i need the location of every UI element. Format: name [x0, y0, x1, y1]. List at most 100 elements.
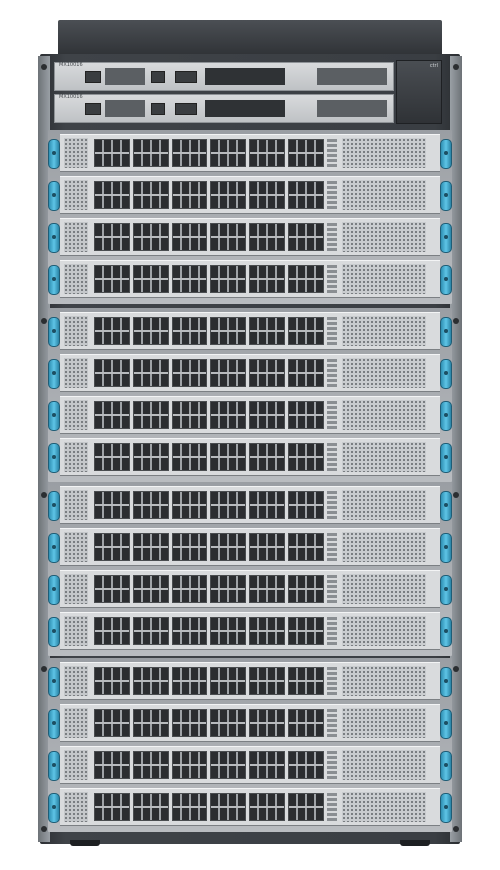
ejector-latch-left[interactable] [48, 575, 60, 605]
qsfp-cage[interactable] [132, 667, 169, 695]
qsfp-cage[interactable] [288, 139, 324, 167]
qsfp-cage[interactable] [171, 401, 208, 429]
qsfp-cage[interactable] [249, 401, 286, 429]
ejector-latch-right[interactable] [440, 317, 452, 347]
line-card[interactable] [48, 528, 452, 566]
ejector-latch-right[interactable] [440, 793, 452, 823]
qsfp-cage[interactable] [210, 139, 247, 167]
qsfp-cage[interactable] [171, 181, 208, 209]
qsfp-cage[interactable] [132, 401, 169, 429]
qsfp-cage[interactable] [132, 139, 169, 167]
ejector-latch-left[interactable] [48, 533, 60, 563]
ejector-latch-left[interactable] [48, 667, 60, 697]
qsfp-cage[interactable] [249, 533, 286, 561]
qsfp-cage[interactable] [171, 793, 208, 821]
qsfp-cage[interactable] [210, 181, 247, 209]
line-card[interactable] [48, 134, 452, 172]
ejector-latch-left[interactable] [48, 139, 60, 169]
qsfp-cage[interactable] [249, 575, 286, 603]
line-card[interactable] [48, 746, 452, 784]
line-card[interactable] [48, 176, 452, 214]
qsfp-cage[interactable] [94, 443, 130, 471]
ejector-latch-right[interactable] [440, 265, 452, 295]
qsfp-cage[interactable] [288, 793, 324, 821]
qsfp-cage[interactable] [210, 667, 247, 695]
qsfp-cage[interactable] [94, 181, 130, 209]
line-card[interactable] [48, 486, 452, 524]
ejector-latch-right[interactable] [440, 223, 452, 253]
qsfp-cage[interactable] [288, 265, 324, 293]
line-card[interactable] [48, 570, 452, 608]
ejector-latch-left[interactable] [48, 709, 60, 739]
qsfp-cage[interactable] [210, 751, 247, 779]
qsfp-cage[interactable] [94, 265, 130, 293]
line-card[interactable] [48, 662, 452, 700]
qsfp-cage[interactable] [132, 617, 169, 645]
qsfp-cage[interactable] [132, 793, 169, 821]
qsfp-cage[interactable] [288, 533, 324, 561]
line-card[interactable] [48, 612, 452, 650]
qsfp-cage[interactable] [249, 265, 286, 293]
qsfp-cage[interactable] [171, 139, 208, 167]
qsfp-cage[interactable] [210, 223, 247, 251]
qsfp-cage[interactable] [210, 401, 247, 429]
line-card[interactable] [48, 218, 452, 256]
usb-port[interactable] [175, 103, 197, 115]
qsfp-cage[interactable] [132, 317, 169, 345]
qsfp-cage[interactable] [132, 575, 169, 603]
qsfp-cage[interactable] [94, 751, 130, 779]
qsfp-cage[interactable] [249, 223, 286, 251]
qsfp-cage[interactable] [94, 533, 130, 561]
qsfp-cage[interactable] [249, 443, 286, 471]
ejector-latch-left[interactable] [48, 359, 60, 389]
qsfp-cage[interactable] [171, 533, 208, 561]
ejector-latch-left[interactable] [48, 223, 60, 253]
qsfp-cage[interactable] [288, 709, 324, 737]
qsfp-cage[interactable] [132, 223, 169, 251]
ejector-latch-left[interactable] [48, 443, 60, 473]
qsfp-cage[interactable] [249, 709, 286, 737]
qsfp-cage[interactable] [288, 491, 324, 519]
ejector-latch-right[interactable] [440, 617, 452, 647]
qsfp-cage[interactable] [249, 491, 286, 519]
qsfp-cage[interactable] [210, 793, 247, 821]
qsfp-cage[interactable] [132, 751, 169, 779]
qsfp-cage[interactable] [132, 265, 169, 293]
ejector-latch-right[interactable] [440, 443, 452, 473]
ejector-latch-right[interactable] [440, 401, 452, 431]
routing-engine-1[interactable]: MX10016 [54, 94, 394, 123]
qsfp-cage[interactable] [171, 751, 208, 779]
qsfp-cage[interactable] [288, 317, 324, 345]
qsfp-cage[interactable] [171, 667, 208, 695]
qsfp-cage[interactable] [288, 751, 324, 779]
qsfp-cage[interactable] [249, 359, 286, 387]
ejector-latch-left[interactable] [48, 401, 60, 431]
ejector-latch-left[interactable] [48, 793, 60, 823]
console-port[interactable] [151, 71, 165, 83]
qsfp-cage[interactable] [94, 709, 130, 737]
ejector-latch-left[interactable] [48, 317, 60, 347]
qsfp-cage[interactable] [94, 575, 130, 603]
qsfp-cage[interactable] [288, 443, 324, 471]
qsfp-cage[interactable] [132, 709, 169, 737]
qsfp-cage[interactable] [210, 575, 247, 603]
qsfp-cage[interactable] [288, 617, 324, 645]
line-card[interactable] [48, 396, 452, 434]
ejector-latch-left[interactable] [48, 491, 60, 521]
ejector-latch-right[interactable] [440, 667, 452, 697]
qsfp-cage[interactable] [249, 793, 286, 821]
qsfp-cage[interactable] [94, 359, 130, 387]
qsfp-cage[interactable] [249, 317, 286, 345]
qsfp-cage[interactable] [132, 359, 169, 387]
qsfp-cage[interactable] [249, 139, 286, 167]
line-card[interactable] [48, 438, 452, 476]
qsfp-cage[interactable] [210, 265, 247, 293]
line-card[interactable] [48, 354, 452, 392]
qsfp-cage[interactable] [249, 617, 286, 645]
qsfp-cage[interactable] [171, 491, 208, 519]
qsfp-cage[interactable] [249, 751, 286, 779]
qsfp-cage[interactable] [249, 181, 286, 209]
qsfp-cage[interactable] [132, 491, 169, 519]
qsfp-cage[interactable] [171, 443, 208, 471]
ejector-latch-right[interactable] [440, 491, 452, 521]
